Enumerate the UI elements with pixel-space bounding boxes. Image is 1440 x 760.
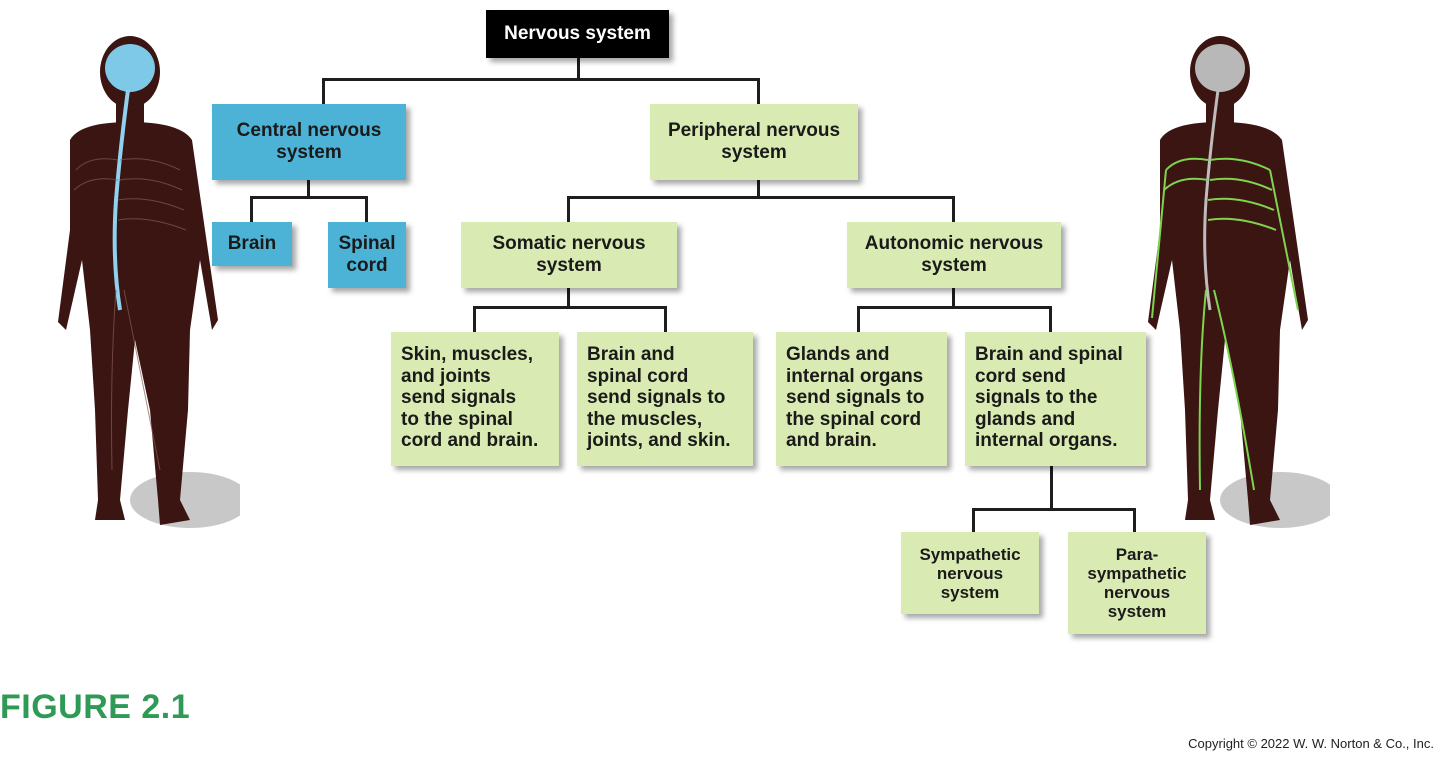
connector [857, 306, 1052, 309]
brain-gray [1195, 44, 1245, 92]
node-somatic-afferent: Skin, muscles, and joints send signals t… [391, 332, 559, 466]
connector [757, 78, 760, 104]
connector [473, 306, 667, 309]
connector [757, 180, 760, 198]
node-parasympathetic-nervous-system: Para- sympathetic nervous system [1068, 532, 1206, 634]
connector [952, 288, 955, 308]
spinal-cord-gray [1203, 89, 1220, 311]
node-somatic-nervous-system: Somatic nervous system [461, 222, 677, 288]
connector [577, 58, 580, 80]
connector [322, 78, 760, 81]
copyright-notice: Copyright © 2022 W. W. Norton & Co., Inc… [1188, 736, 1434, 751]
connector [567, 196, 955, 199]
connector [250, 196, 368, 199]
node-spinal-cord: Spinal cord [328, 222, 406, 288]
connector [1133, 508, 1136, 532]
spinal-cord-highlight [112, 89, 130, 311]
connector [567, 288, 570, 308]
node-autonomic-efferent: Brain and spinal cord send signals to th… [965, 332, 1146, 466]
node-sympathetic-nervous-system: Sympathetic nervous system [901, 532, 1039, 614]
node-autonomic-nervous-system: Autonomic nervous system [847, 222, 1061, 288]
connector [307, 180, 310, 198]
connector [1049, 306, 1052, 332]
brain-highlight [105, 44, 155, 92]
node-somatic-efferent: Brain and spinal cord send signals to th… [577, 332, 753, 466]
connector [365, 196, 368, 222]
connector [952, 196, 955, 222]
connector [664, 306, 667, 332]
connector [972, 508, 975, 532]
node-autonomic-afferent: Glands and internal organs send signals … [776, 332, 947, 466]
node-brain: Brain [212, 222, 292, 266]
connector [322, 78, 325, 104]
connector [567, 196, 570, 222]
peripheral-nerves-highlight [1151, 157, 1299, 491]
figure-label: FIGURE 2.1 [0, 688, 191, 726]
connector [250, 196, 253, 222]
node-peripheral-nervous-system: Peripheral nervous system [650, 104, 858, 180]
connector [972, 508, 1136, 511]
node-central-nervous-system: Central nervous system [212, 104, 406, 180]
human-figure-cns [58, 36, 240, 528]
human-figure-pns [1148, 36, 1330, 528]
connector [473, 306, 476, 332]
connector [1050, 466, 1053, 510]
node-nervous-system: Nervous system [486, 10, 669, 58]
connector [857, 306, 860, 332]
